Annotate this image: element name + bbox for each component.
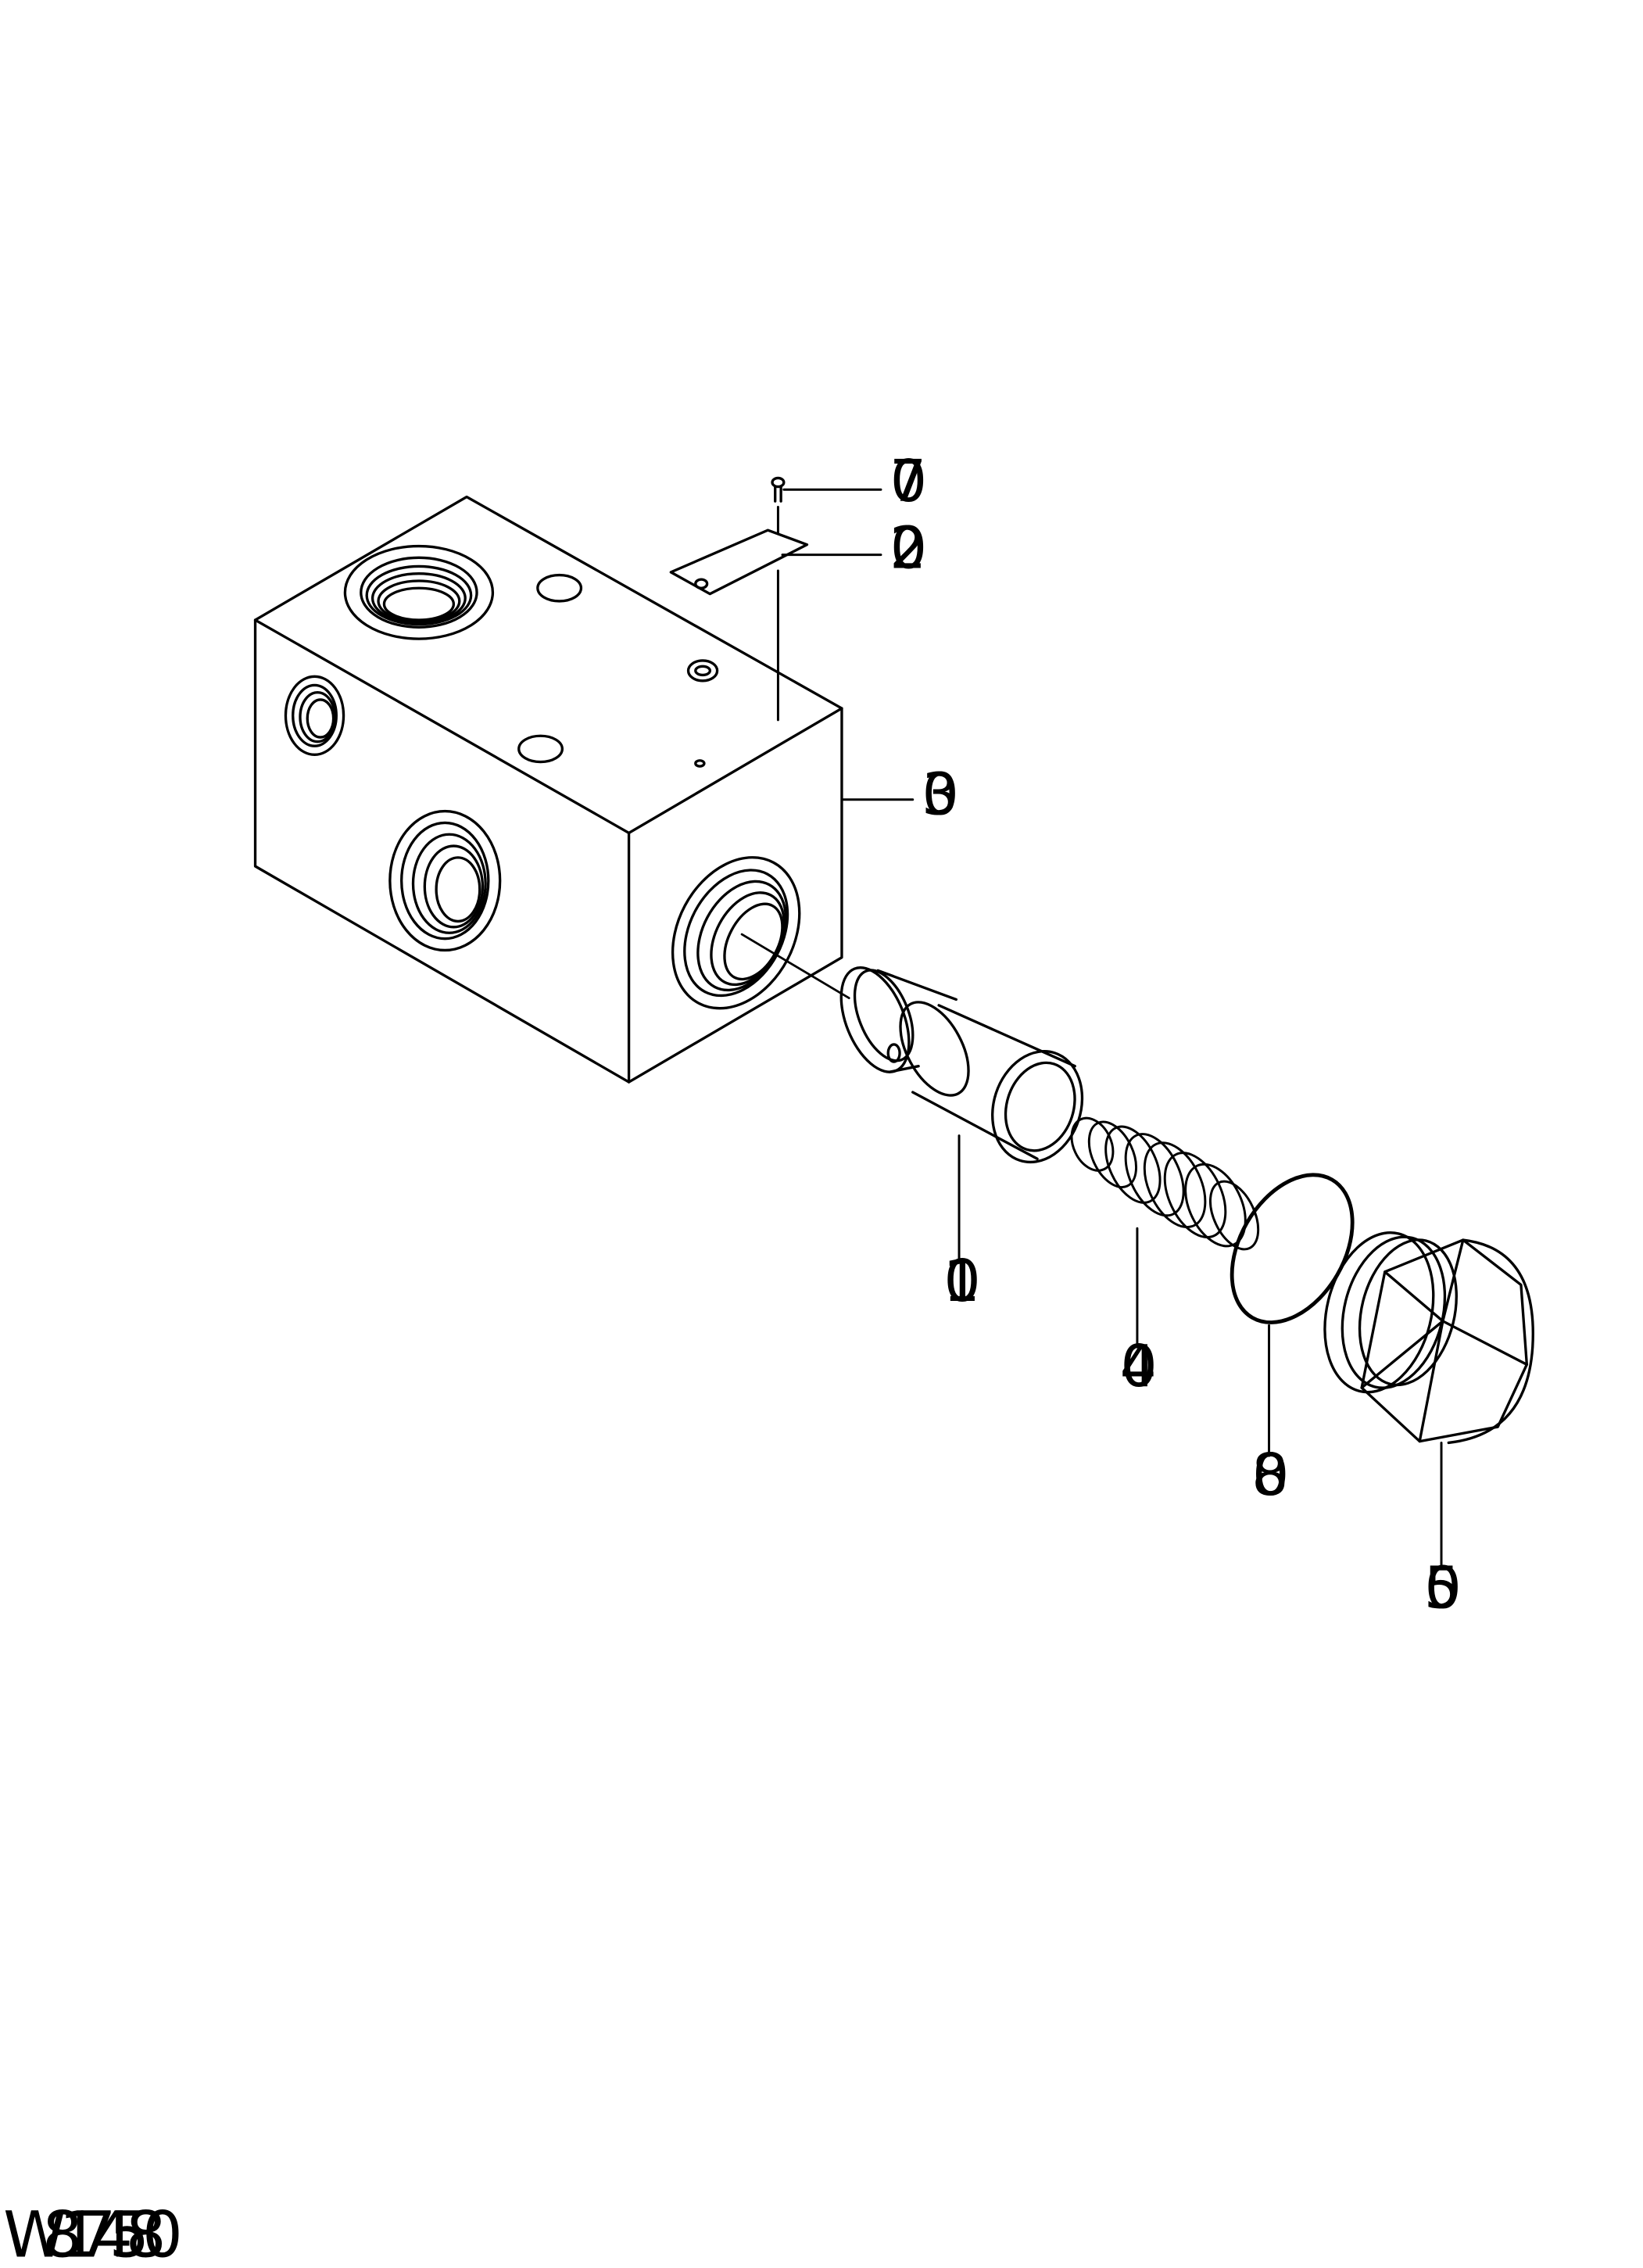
valve-block-body — [253, 495, 850, 1084]
callout-01: 01 — [943, 1248, 981, 1315]
front-threaded-port — [671, 856, 801, 1010]
leader-lines — [776, 488, 1443, 1569]
callout-08: 08 — [1251, 1442, 1289, 1509]
callout-02: 02 — [890, 514, 927, 582]
callout-03: 03 — [922, 761, 959, 828]
side-small-port — [284, 675, 345, 757]
callout-05: 05 — [1424, 1555, 1462, 1622]
top-pin-hole — [694, 759, 706, 768]
top-threaded-port — [343, 544, 495, 640]
rivet — [771, 476, 786, 503]
drawing-number: W8174580 — [3, 2198, 183, 2264]
top-small-port — [686, 659, 719, 683]
top-hole — [536, 573, 583, 603]
top-hole — [517, 734, 564, 764]
spring — [1070, 1116, 1260, 1251]
poppet — [839, 966, 1084, 1164]
side-large-port — [388, 809, 502, 952]
callout-07: 07 — [890, 448, 927, 515]
callout-labels: 07 02 03 01 04 08 05 — [890, 448, 1462, 1622]
callout-04: 04 — [1120, 1333, 1158, 1400]
hex-plug — [1323, 1231, 1534, 1445]
name-plate — [669, 528, 809, 596]
